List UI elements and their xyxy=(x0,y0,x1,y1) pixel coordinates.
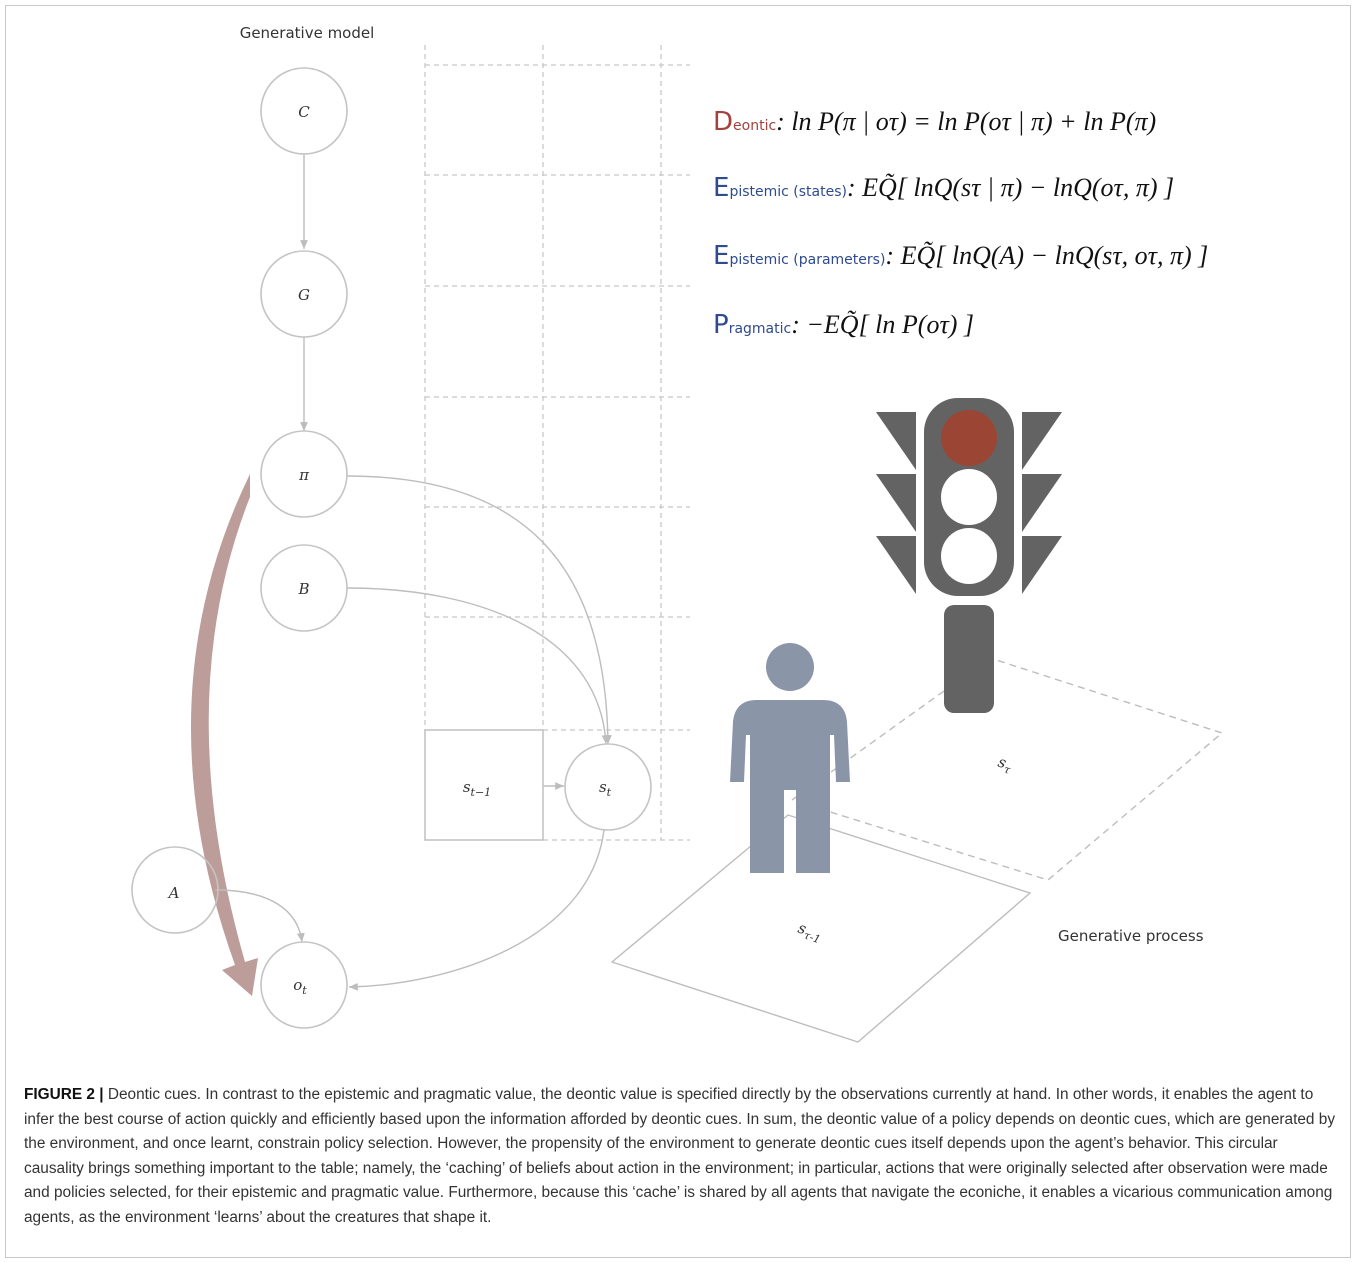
node-c-label: C xyxy=(298,103,310,121)
node-pi xyxy=(260,430,348,518)
policy-arrow xyxy=(190,474,258,996)
node-s-t xyxy=(564,743,652,831)
equations: Deontic: ln P(π | oτ) = ln P(oτ | π) + l… xyxy=(713,107,1208,340)
node-g-label: G xyxy=(298,286,310,304)
traffic-light xyxy=(876,398,1062,713)
node-pi-label: π xyxy=(298,466,310,484)
equation-epistemic-states: Epistemic (states): EQ̃[ lnQ(sτ | π) − l… xyxy=(713,173,1174,203)
figure-frame xyxy=(5,5,1351,1258)
equation-deontic: Deontic: ln P(π | oτ) = ln P(oτ | π) + l… xyxy=(713,107,1156,137)
node-b xyxy=(260,544,348,632)
node-o-t-label: ot xyxy=(293,976,307,997)
caption-text: Deontic cues. In contrast to the epistem… xyxy=(24,1086,1336,1226)
node-s-t-label: st xyxy=(599,778,612,799)
figure-diagram: Generative model C G π B A ot st st−1 De… xyxy=(131,24,1224,1043)
node-g xyxy=(260,250,348,338)
figure-caption: FIGURE 2 | Deontic cues. In contrast to … xyxy=(24,1083,1336,1230)
generative-model-label: Generative model xyxy=(240,24,375,42)
node-s-t-minus-1-label: st−1 xyxy=(463,778,491,799)
plane-s-tau xyxy=(790,657,1224,881)
node-o-t xyxy=(260,941,348,1029)
caption-label: FIGURE 2 | xyxy=(24,1086,104,1103)
plane-s-tau-minus-1-label: sτ-1 xyxy=(795,919,825,947)
node-c xyxy=(260,67,348,155)
plane-s-tau-label: sτ xyxy=(995,753,1015,778)
node-b-label: B xyxy=(297,580,309,598)
dashed-grid xyxy=(424,45,690,841)
node-a-label: A xyxy=(167,884,180,902)
plane-s-tau-minus-1 xyxy=(610,814,1032,1043)
person-icon xyxy=(730,643,850,873)
amber-light xyxy=(941,469,997,525)
red-light xyxy=(941,410,997,466)
node-a xyxy=(131,846,219,934)
node-s-t-minus-1 xyxy=(424,729,544,841)
equation-pragmatic: Pragmatic: −EQ̃[ ln P(oτ) ] xyxy=(713,310,974,340)
generative-process-label: Generative process xyxy=(1058,927,1204,945)
green-light xyxy=(941,528,997,584)
equation-epistemic-parameters: Epistemic (parameters): EQ̃[ lnQ(A) − ln… xyxy=(713,241,1208,271)
